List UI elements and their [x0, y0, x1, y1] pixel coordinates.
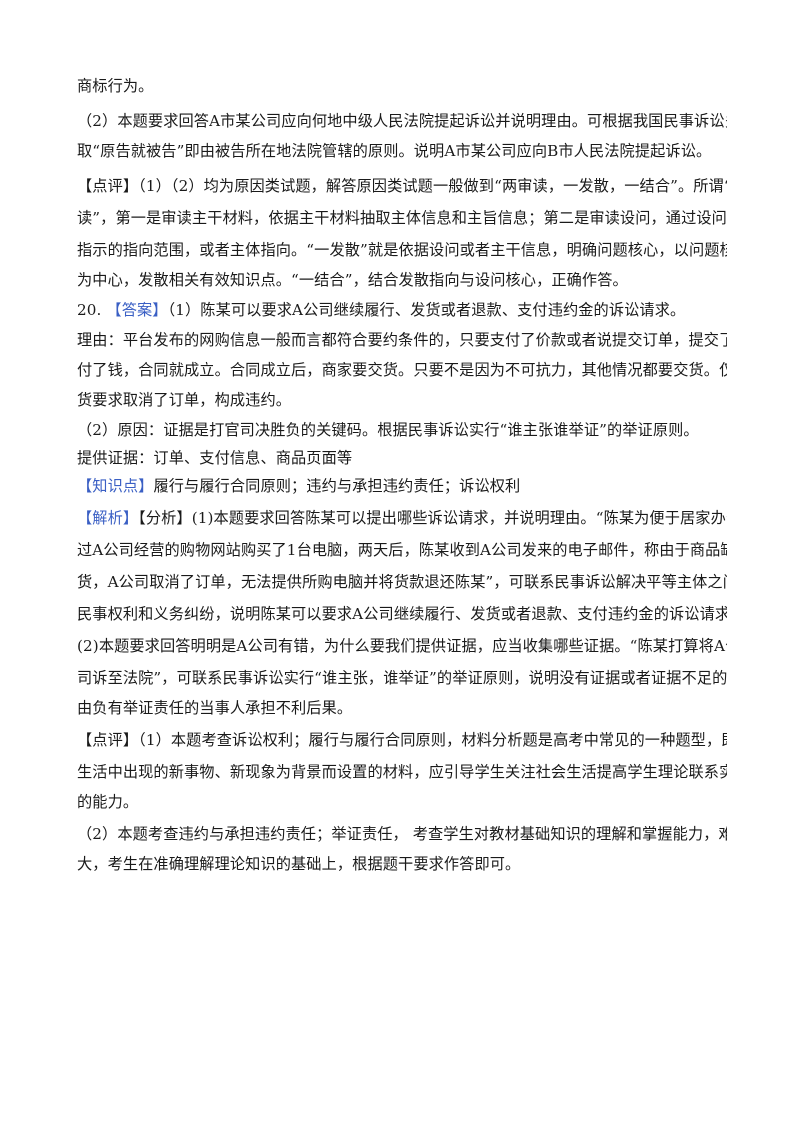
analysis-line: 过A公司经营的购物网站购买了1台电脑，两天后，陈某收到A公司发来的电子邮件，称由… — [77, 541, 727, 559]
comment-line: 生活中出现的新事物、新现象为背景而设置的材料，应引导学生关注社会生活提高学生理论… — [77, 763, 727, 781]
reason-line: 货要求取消了订单，构成违约。 — [77, 391, 292, 409]
question-number: 20. — [77, 301, 102, 319]
text-line: （2）本题要求回答A市某公司应向何地中级人民法院提起诉讼并说明理由。可根据我国民… — [77, 112, 727, 130]
comment-line: 指示的指向范围，或者主体指向。“一发散”就是依据设问或者主干信息，明确问题核心，… — [77, 241, 727, 259]
analysis-line: 司诉至法院”，可联系民事诉讼实行“谁主张，谁举证”的举证原则，说明没有证据或者证… — [77, 669, 727, 687]
analysis-line: 民事权利和义务纠纷，说明陈某可以要求A公司继续履行、发货或者退款、支付违约金的诉… — [77, 605, 727, 623]
comment-line: 的能力。 — [77, 793, 139, 811]
analysis-line: (2)本题要求回答明明是A公司有错，为什么要我们提供证据，应当收集哪些证据。“陈… — [77, 637, 727, 655]
analysis-text: 【分析】(1)本题要求回答陈某可以提出哪些诉讼请求，并说明理由。“陈某为便于居家… — [138, 509, 727, 527]
text-line: 取“原告就被告”即由被告所在地法院管辖的原则。说明A市某公司应向B市人民法院提起… — [77, 142, 712, 160]
text-line: 商标行为。 — [77, 77, 154, 95]
knowledge-point: 【知识点】履行与履行合同原则；违约与承担违约责任；诉讼权利 — [77, 474, 727, 498]
analysis-line: 货，A公司取消了订单，无法提供所购电脑并将货款退还陈某”，可联系民事诉讼解决平等… — [77, 573, 727, 591]
comment-line: 读”，第一是审读主干材料，依据主干材料抽取主体信息和主旨信息；第二是审读设问，通… — [77, 209, 727, 227]
comment-line: 【点评】（1）本题考查诉讼权利；履行与履行合同原则，材料分析题是高考中常见的一种… — [77, 731, 727, 749]
part2-line: 提供证据：订单、支付信息、商品页面等 — [77, 449, 353, 467]
comment-line: （2）本题考查违约与承担违约责任；举证责任， 考查学生对教材基础知识的理解和掌握… — [77, 825, 727, 843]
reason-line: 付了钱，合同就成立。合同成立后，商家要交货。只要不是因为不可抗力，其他情况都要交… — [77, 361, 727, 379]
analysis-tag: 【解析】 — [77, 509, 139, 527]
knowledge-text: 履行与履行合同原则；违约与承担违约责任；诉讼权利 — [153, 477, 521, 495]
part2-line: （2）原因：证据是打官司决胜负的关键码。根据民事诉讼实行“谁主张谁举证”的举证原… — [77, 421, 699, 439]
answer-text: （1）陈某可以要求A公司继续履行、发货或者退款、支付违约金的诉讼请求。 — [167, 301, 686, 319]
analysis-first-line: 【解析】【分析】(1)本题要求回答陈某可以提出哪些诉讼请求，并说明理由。“陈某为… — [77, 506, 727, 530]
answer-tag: 【答案】 — [106, 301, 168, 319]
comment-line: 为中心，发散相关有效知识点。“一结合”，结合发散指向与设问核心，正确作答。 — [77, 271, 628, 289]
comment-line: 【点评】（1）（2）均为原因类试题，解答原因类试题一般做到“两审读，一发散，一结… — [77, 177, 727, 195]
reason-line: 理由：平台发布的网购信息一般而言都符合要约条件的，只要支付了价款或者说提交订单，… — [77, 331, 727, 349]
question-20-answer: 20. 【答案】（1）陈某可以要求A公司继续履行、发货或者退款、支付违约金的诉讼… — [77, 298, 727, 322]
analysis-line: 由负有举证责任的当事人承担不利后果。 — [77, 699, 353, 717]
comment-line: 大，考生在准确理解理论知识的基础上，根据题干要求作答即可。 — [77, 855, 521, 873]
knowledge-tag: 【知识点】 — [77, 477, 154, 495]
